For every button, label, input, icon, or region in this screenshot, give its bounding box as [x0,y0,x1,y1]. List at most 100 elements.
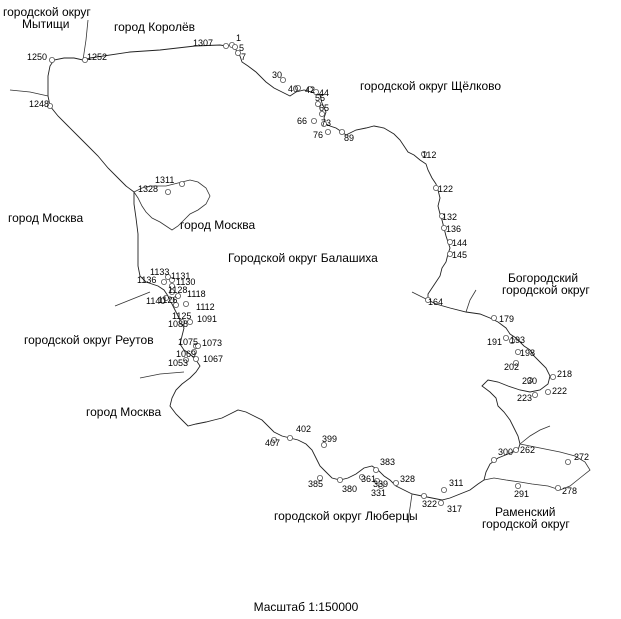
turning-point-marker [186,318,193,325]
turning-point-marker [420,492,427,499]
turning-point-marker [192,355,199,362]
turning-point-label: 5 [239,43,244,53]
turning-point-marker [338,128,345,135]
turning-point-marker [490,314,497,321]
turning-point-label: 1 [236,33,241,43]
border-reutov-south [139,371,185,379]
turning-point-label: 42 [305,85,315,95]
turning-point-marker [377,482,384,489]
turning-point-label: 1133 [150,267,169,277]
turning-point-label: 291 [514,489,529,499]
border-lyubertsy [407,493,413,521]
region-label: Мытищи [22,17,69,31]
turning-point-label: 278 [562,486,577,496]
turning-point-label: 1130 [176,277,195,287]
turning-point-marker [178,180,185,187]
turning-point-marker [513,446,520,453]
turning-point-label: 399 [322,434,337,444]
turning-point-marker [336,476,343,483]
border-mytishchi [9,89,49,97]
turning-point-label: 145 [452,250,467,260]
turning-point-marker [502,334,509,341]
turning-point-label: 339 [373,479,388,489]
turning-point-marker [316,474,323,481]
turning-point-label: 1075 [178,337,198,347]
turning-point-marker [168,288,175,295]
turning-point-marker [168,282,175,289]
turning-point-marker [358,473,365,480]
region-label: городской округ Щёлково [360,79,501,93]
turning-point-marker [82,57,89,64]
turning-point-label: 311 [449,478,463,488]
turning-point-marker [532,391,539,398]
turning-point-label: 198 [520,348,535,358]
region-label: город Москва [180,218,256,232]
turning-point-marker [190,348,197,355]
turning-point-label: 73 [321,118,331,128]
turning-point-label: 262 [520,445,535,455]
turning-point-marker [160,278,167,285]
turning-point-marker [172,301,179,308]
turning-point-marker [324,128,331,135]
turning-point-label: 1067 [203,354,223,364]
turning-point-marker [168,276,175,283]
turning-point-marker [446,250,453,257]
turning-point-marker [515,482,522,489]
turning-point-marker [164,273,171,280]
turning-point-label: 1118 [187,289,206,299]
turning-point-marker [234,50,241,57]
turning-point-label: 1112 [196,302,215,312]
region-label: городской округ [482,517,570,531]
turning-point-label: 191 [487,337,502,347]
turning-point-marker [286,434,293,441]
turning-point-label: 361 [361,474,376,484]
turning-point-label: 1140 [146,296,165,306]
turning-point-marker [372,466,379,473]
turning-point-label: 1250 [27,52,47,62]
turning-point-marker [420,150,427,157]
turning-points [47,42,572,506]
turning-point-marker [437,499,444,506]
turning-point-marker [231,44,238,51]
region-label: город Королёв [114,20,195,34]
region-label: Городской округ Балашиха [228,251,378,265]
turning-point-label: 1252 [87,52,107,62]
turning-point-marker [164,188,171,195]
turning-point-marker [555,484,562,491]
turning-point-marker [432,184,439,191]
region-label: городской округ Люберцы [274,509,418,523]
turning-point-marker [424,296,431,303]
turning-point-marker [194,342,201,349]
region-label: город Москва [86,405,162,419]
turning-point-label: 385 [308,479,323,489]
turning-point-marker [320,441,327,448]
turning-point-marker [306,86,313,93]
turning-point-marker [527,376,534,383]
turning-point-label: 317 [447,504,462,514]
turning-point-label: 122 [438,184,453,194]
turning-point-marker [545,388,552,395]
turning-point-marker [270,436,277,443]
turning-point-marker [490,456,497,463]
turning-point-marker [312,89,319,96]
turning-point-marker [438,212,445,219]
turning-point-label: 202 [504,362,519,372]
turning-point-marker [508,337,515,344]
border-ramensky [483,443,591,491]
turning-point-marker [182,356,189,363]
turning-point-label: 407 [265,438,280,448]
region-label: городской округ [3,5,91,19]
region-label: город Москва [8,211,84,225]
turning-point-marker [182,300,189,307]
turning-point-marker [314,101,321,108]
border-bogorodsky-2 [465,289,477,313]
turning-point-marker [515,348,522,355]
moscow-enclave-line [133,179,211,231]
turning-point-label: 193 [510,335,525,345]
turning-point-label: 300 [498,447,513,457]
turning-point-label: 1136 [137,275,156,285]
border-reutov-north [114,291,151,307]
